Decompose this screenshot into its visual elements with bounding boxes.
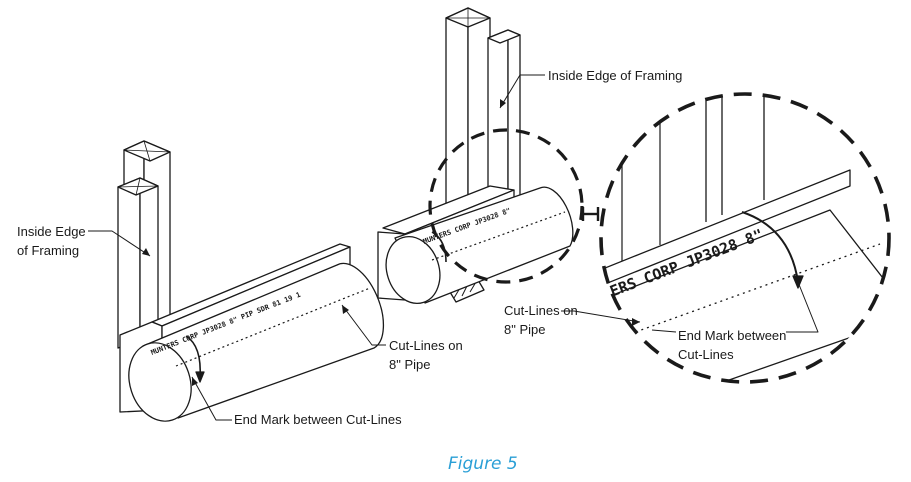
magnification-connector bbox=[581, 207, 600, 221]
detail-view: TERS CORP JP3028 8" bbox=[601, 94, 889, 382]
label-left-inside-edge-line2: of Framing bbox=[17, 243, 80, 258]
middle-front-stud bbox=[487, 29, 521, 209]
label-left-cutlines-line1: Cut-Lines on bbox=[389, 338, 463, 353]
leader-arrowheads bbox=[142, 99, 640, 386]
left-front-stud bbox=[117, 177, 159, 349]
magnification-circle-large bbox=[599, 92, 891, 384]
label-right-end-mark-line1: End Mark between bbox=[678, 328, 787, 344]
label-left-inside-edge-line1: Inside Edge bbox=[17, 224, 86, 239]
label-end-mark-bottom: End Mark between Cut-Lines bbox=[234, 412, 402, 427]
label-top-inside-edge: Inside Edge of Framing bbox=[548, 68, 683, 83]
leader-lines bbox=[88, 74, 819, 421]
magnification-circle-small bbox=[428, 128, 584, 284]
label-left-cutlines-line2: 8" Pipe bbox=[389, 357, 431, 372]
middle-back-stud bbox=[445, 7, 491, 219]
middle-pipe: MUNTERS CORP JP3028 8" bbox=[385, 186, 574, 304]
label-right-cutlines-line2: 8" Pipe bbox=[504, 322, 546, 337]
figure-caption: Figure 5 bbox=[448, 454, 518, 474]
label-right-end-mark-line2: Cut-Lines bbox=[678, 347, 734, 363]
label-right-cutlines-line1: Cut-Lines on bbox=[504, 303, 578, 318]
